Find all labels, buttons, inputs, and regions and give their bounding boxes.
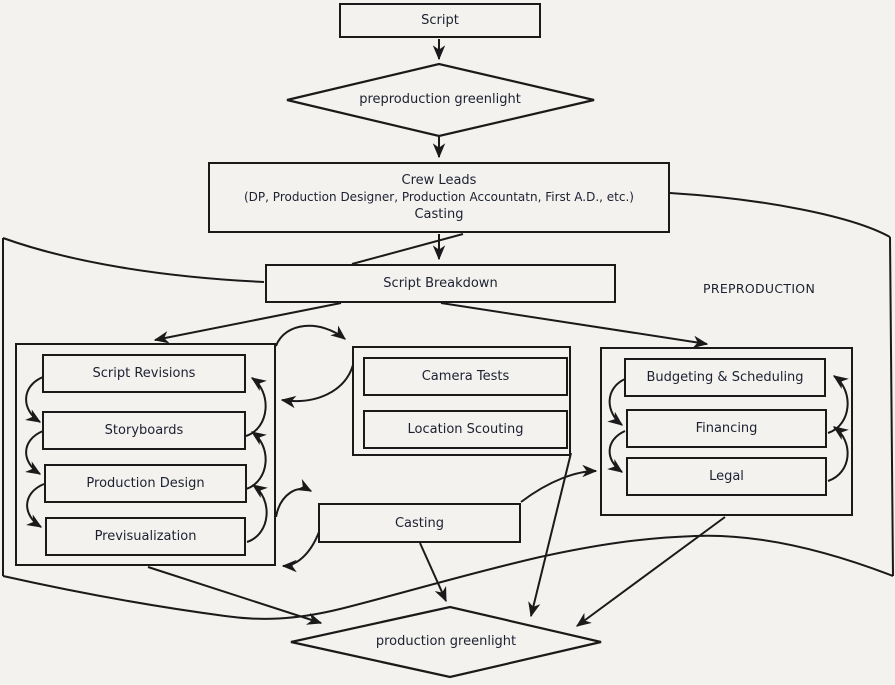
arrow-creative-group-to-production-greenlight — [147, 566, 323, 625]
node-casting: Casting — [318, 503, 521, 543]
preproduction-phase-label: PREPRODUCTION — [703, 281, 816, 296]
line-script-breakdown-to-crew-leads — [351, 233, 464, 265]
node-financing-label: Financing — [695, 421, 758, 436]
loop-previsualization-to-production-design — [246, 484, 268, 543]
node-storyboards: Storyboards — [42, 411, 246, 450]
loop-creative-to-tests-group — [275, 324, 346, 347]
arrow-casting-to-legal — [520, 464, 598, 503]
node-camera-tests-label: Camera Tests — [421, 369, 510, 384]
loop-script-revisions-to-storyboards — [25, 376, 44, 423]
tests-group-box — [352, 346, 571, 456]
loop-storyboards-to-production-design — [25, 430, 44, 475]
node-script-revisions: Script Revisions — [42, 354, 246, 393]
arrow-tests-group-to-production-greenlight — [528, 452, 572, 618]
node-preproduction-greenlight-label: preproduction greenlight — [359, 92, 521, 107]
node-casting-label: Casting — [394, 515, 445, 531]
node-legal: Legal — [626, 457, 827, 496]
node-production-design: Production Design — [44, 464, 247, 503]
node-financing: Financing — [626, 409, 827, 448]
node-crew-leads: Crew Leads (DP, Production Designer, Pro… — [208, 162, 670, 233]
arrow-casting-to-production-greenlight — [419, 542, 447, 603]
node-production-design-label: Production Design — [86, 476, 205, 491]
business-group-box — [600, 347, 853, 516]
node-script-revisions-label: Script Revisions — [92, 366, 196, 381]
production-greenlight-diamond — [290, 605, 602, 679]
boundary-top-right-curve — [669, 192, 891, 238]
arrow-script-breakdown-to-creative-group — [153, 302, 342, 344]
creative-group-box — [15, 343, 276, 566]
node-legal-label: Legal — [709, 469, 744, 484]
node-budgeting-scheduling-label: Budgeting & Scheduling — [646, 370, 804, 385]
boundary-top-left-curve — [2, 237, 265, 283]
loop-financing-to-legal — [607, 430, 626, 473]
loop-budgeting-to-financing — [607, 378, 626, 426]
node-previsualization-label: Previsualization — [94, 529, 197, 544]
node-script: Script — [339, 3, 541, 38]
crew-leads-line1: Crew Leads — [401, 173, 477, 188]
node-production-greenlight-label: production greenlight — [375, 634, 517, 649]
node-camera-tests: Camera Tests — [363, 357, 568, 396]
node-location-scouting-label: Location Scouting — [407, 422, 524, 437]
preproduction-boundary — [2, 192, 894, 620]
node-storyboards-label: Storyboards — [104, 423, 184, 438]
flow-arrows — [25, 39, 849, 627]
preproduction-greenlight-diamond — [286, 62, 595, 138]
loop-casting-to-creative-group — [281, 531, 320, 573]
boundary-bottom-curve — [2, 534, 894, 620]
node-script-breakdown: Script Breakdown — [265, 264, 616, 303]
crew-leads-line3: Casting — [414, 207, 464, 222]
crew-leads-line2: (DP, Production Designer, Production Acc… — [244, 190, 634, 204]
node-budgeting-scheduling: Budgeting & Scheduling — [624, 358, 826, 397]
loop-tests-to-creative-group — [280, 364, 354, 409]
node-script-label: Script — [421, 13, 459, 28]
arrow-script-breakdown-to-business-group — [440, 302, 709, 349]
node-script-breakdown-label: Script Breakdown — [383, 276, 498, 291]
boundary-right-edge — [889, 236, 894, 577]
node-previsualization: Previsualization — [45, 517, 246, 556]
loop-production-design-to-previsualization — [26, 483, 45, 528]
node-location-scouting: Location Scouting — [363, 410, 568, 449]
loop-creative-group-to-casting — [275, 478, 313, 518]
loop-legal-to-financing — [827, 426, 849, 482]
arrow-business-group-to-production-greenlight — [575, 516, 726, 627]
